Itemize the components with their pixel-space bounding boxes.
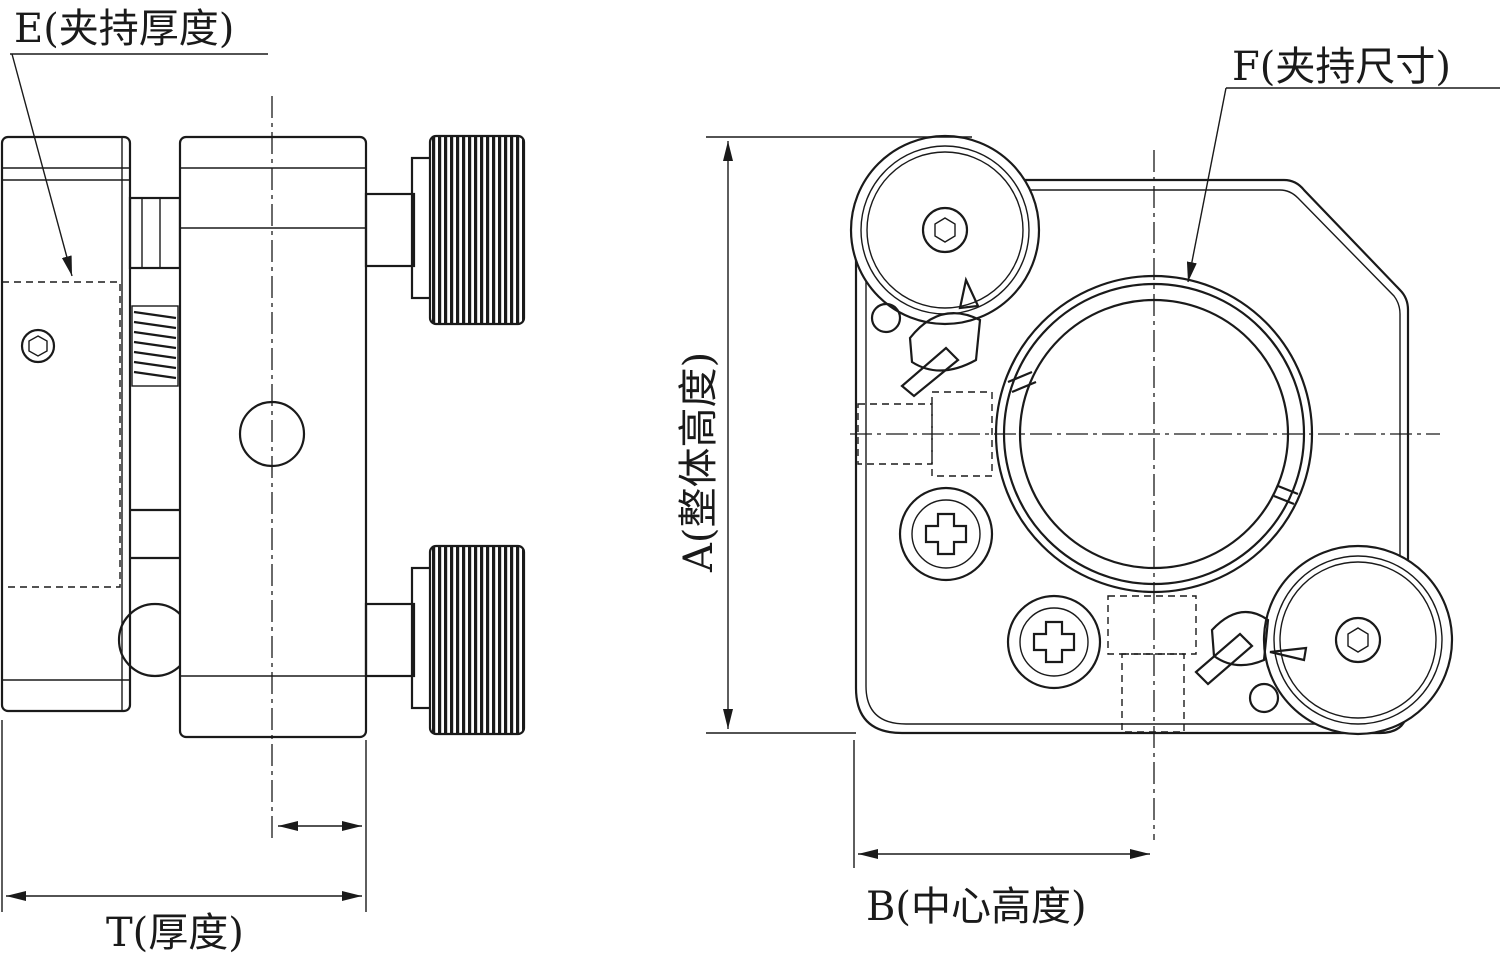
hex-screw-icon: [20, 328, 56, 364]
label-f-clamp-size: F(夹持尺寸): [1232, 44, 1451, 90]
label-b-center-height: B(中心高度): [866, 884, 1087, 930]
rear-block: [178, 135, 368, 739]
phillips-screw-icon: [1006, 594, 1102, 690]
upper-adjuster-wheel-icon: [849, 134, 1041, 398]
clamp-thickness-hidden-outline: [1, 281, 121, 588]
spring-icon: [131, 305, 179, 387]
side-view: [0, 53, 526, 912]
lower-knurled-knob-icon: [428, 544, 526, 736]
front-view: [706, 87, 1500, 868]
upper-knurled-knob-icon: [428, 134, 526, 326]
label-a-overall-height: A(整体高度): [676, 352, 722, 573]
f-leader-arrow: [1186, 87, 1227, 283]
e-leader-arrow: [11, 53, 73, 277]
phillips-screw-icon: [898, 486, 994, 582]
lower-adjuster-wheel-icon: [1194, 544, 1454, 736]
adjuster-post: [128, 196, 182, 270]
label-e-clamp-thickness: E(夹持厚度): [14, 6, 234, 52]
label-t-thickness: T(厚度): [106, 910, 244, 956]
front-plate: [0, 135, 132, 713]
